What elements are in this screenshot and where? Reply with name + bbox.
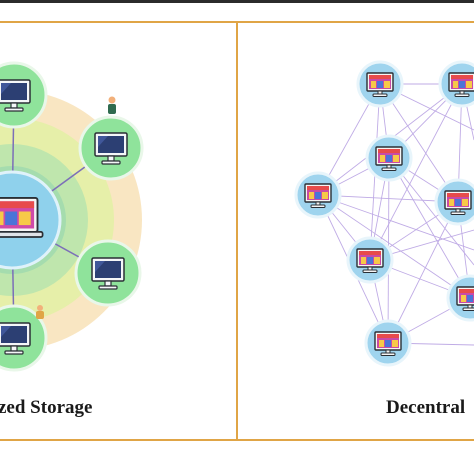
peer-node bbox=[364, 319, 412, 367]
peer-node bbox=[356, 60, 404, 108]
computer-node-top-left bbox=[0, 61, 48, 129]
peer-node bbox=[294, 171, 342, 219]
user-figure-icon bbox=[36, 305, 44, 319]
computer-node-bottom-left bbox=[0, 304, 48, 372]
peer-node bbox=[346, 236, 394, 284]
centralized-diagram bbox=[0, 61, 144, 372]
top-border-bar bbox=[0, 0, 474, 3]
computer-node-top-right bbox=[78, 115, 144, 181]
peer-node bbox=[365, 134, 413, 182]
peer-node bbox=[434, 178, 474, 226]
computer-node-right bbox=[74, 239, 142, 307]
decentralized-diagram bbox=[294, 60, 474, 367]
centralized-storage-label: zed Storage bbox=[0, 397, 93, 418]
user-figure-icon bbox=[108, 96, 116, 114]
laptop-dashboard-icon bbox=[0, 196, 44, 238]
peer-node bbox=[446, 274, 474, 322]
decentralized-storage-label: Decentral bbox=[386, 397, 466, 418]
central-server-node bbox=[0, 170, 62, 270]
peer-node bbox=[438, 60, 474, 108]
